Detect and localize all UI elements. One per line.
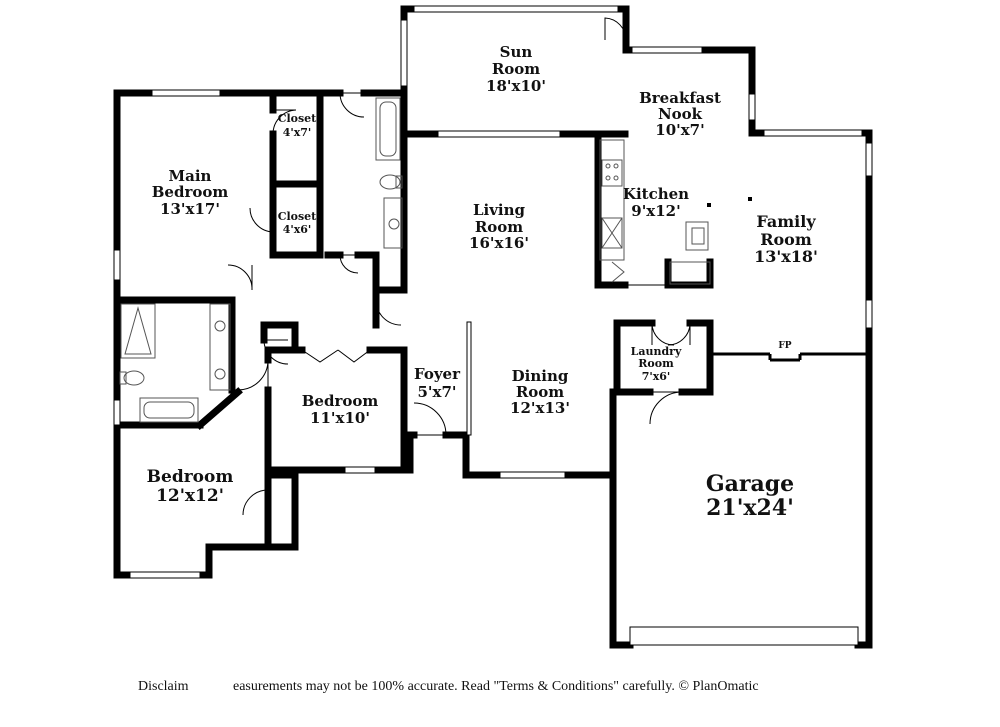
toilet-main — [379, 174, 401, 190]
foyer-dims: 5'x7' — [417, 383, 456, 401]
disclaimer-end: easurements may not be 100% accurate. Re… — [233, 679, 759, 694]
living-room-name-1: Living — [473, 201, 526, 219]
toilet-bath — [123, 370, 145, 386]
sun-room-name-1: Sun — [500, 43, 533, 61]
fridge — [601, 217, 623, 249]
dining-room-name-2: Room — [516, 383, 564, 401]
closet-1-name: Closet — [278, 112, 317, 125]
interior-walls — [230, 300, 869, 395]
kitchen-dims: 9'x12' — [631, 202, 680, 220]
main-bedroom-name-2: Bedroom — [152, 183, 229, 201]
foyer-name: Foyer — [414, 365, 461, 383]
bedroom-2-name: Bedroom — [302, 392, 379, 410]
family-room-name-2: Room — [760, 230, 812, 249]
bedroom-3-name: Bedroom — [147, 467, 234, 487]
disclaimer: Disclaim easurements may not be 100% acc… — [138, 679, 759, 694]
living-room-dims: 16'x16' — [469, 234, 529, 252]
fireplace-label: FP — [778, 341, 791, 351]
bedroom-2-dims: 11'x10' — [310, 409, 370, 427]
bathtub-bath — [139, 397, 199, 423]
kitchen-island — [685, 221, 709, 251]
disclaimer-start: Disclaim — [138, 679, 189, 694]
breakfast-nook-name-2: Nook — [658, 105, 703, 123]
garage-dims: 21'x24' — [706, 495, 794, 521]
wall-markers — [707, 197, 752, 207]
garage-name: Garage — [706, 471, 794, 497]
kitchen-counter — [599, 139, 625, 261]
vanity-bath — [209, 303, 231, 391]
bathtub-main — [375, 97, 401, 161]
breakfast-nook-name-1: Breakfast — [639, 89, 721, 107]
main-bedroom-dims: 13'x17' — [160, 200, 220, 218]
family-room-dims: 13'x18' — [754, 247, 818, 266]
laundry-room-name-1: Laundry — [631, 345, 682, 358]
closet-2-name: Closet — [278, 210, 317, 223]
dining-room-name-1: Dining — [512, 367, 569, 385]
laundry-room-dims: 7'x6' — [642, 370, 671, 383]
closet-2-dims: 4'x6' — [283, 223, 312, 236]
range — [601, 159, 623, 187]
laundry-room-name-2: Room — [638, 357, 674, 370]
dining-room-dims: 12'x13' — [510, 399, 570, 417]
main-bedroom-name-1: Main — [169, 167, 212, 185]
shower — [120, 303, 156, 359]
room-labels: Sun Room 18'x10' Breakfast Nook 10'x7' M… — [147, 43, 818, 521]
family-room-name-1: Family — [756, 212, 816, 231]
kitchen-name: Kitchen — [623, 185, 689, 203]
fixtures — [119, 97, 711, 423]
bedroom-3-dims: 12'x12' — [156, 486, 224, 506]
doors — [227, 17, 691, 516]
vanity-main — [383, 197, 403, 249]
sun-room-name-2: Room — [492, 60, 540, 78]
windows — [113, 5, 873, 646]
sun-room-dims: 18'x10' — [486, 77, 546, 95]
closet-1-dims: 4'x7' — [283, 126, 312, 139]
breakfast-nook-dims: 10'x7' — [655, 121, 704, 139]
living-room-name-2: Room — [475, 218, 523, 236]
